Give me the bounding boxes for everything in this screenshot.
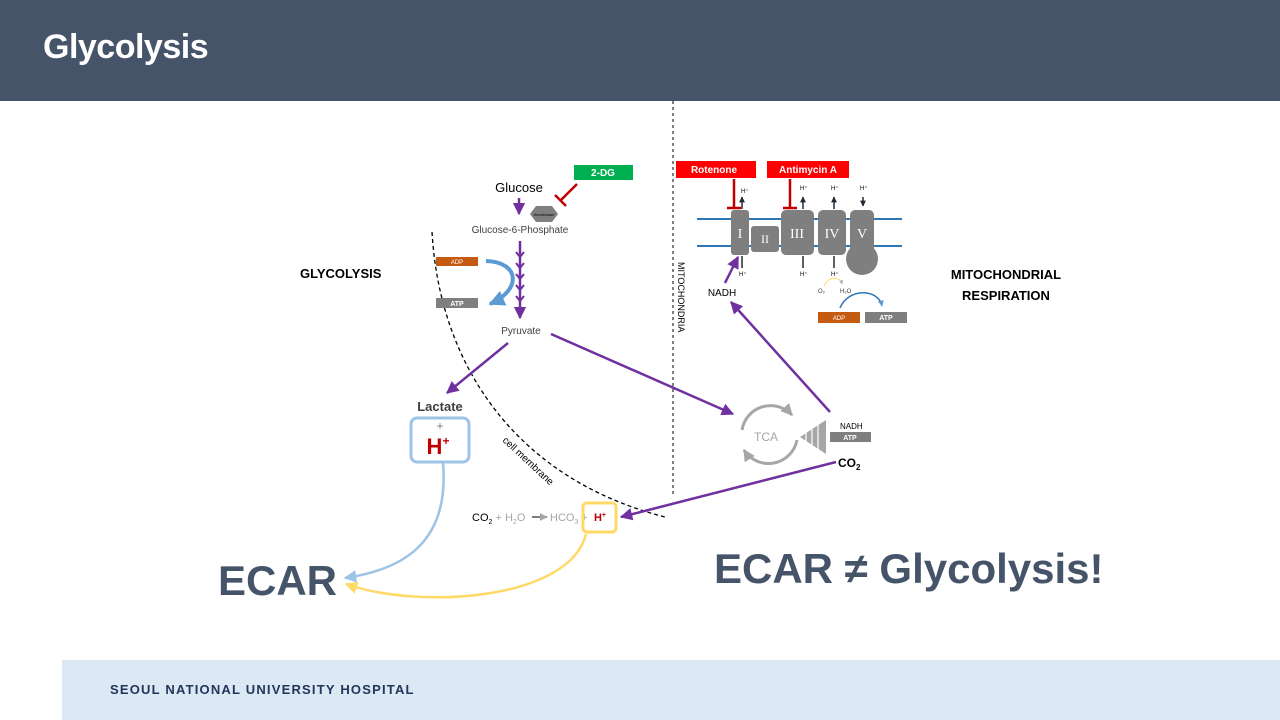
complex-iv (818, 210, 846, 255)
eq-co2: CO (472, 512, 489, 524)
complex-iv-label: IV (825, 227, 840, 242)
rotenone-box (676, 161, 756, 178)
eq-plus-1: + (492, 512, 505, 524)
complex-i-label: I (738, 227, 743, 242)
glyco-atp-label: ATP (450, 301, 464, 308)
co2-proton-to-ecar-arrow (344, 533, 588, 599)
mitochondrial-label-line1: MITOCHONDRIAL (951, 267, 1061, 282)
nadh-etc-label: NADH (708, 288, 736, 299)
tca-atp-box (830, 432, 871, 442)
co2-proton-sup: + (602, 512, 606, 519)
complex-i (731, 210, 749, 255)
eq-co2-sub: 2 (489, 519, 493, 526)
complex-v-label: V (857, 227, 867, 242)
2dg-inhibit-bar (554, 194, 567, 207)
glyco-atp-box (436, 298, 478, 308)
proton-labels: H⁺ H⁺ H⁺ H⁺ H⁺ H⁺ H⁺ (739, 185, 868, 278)
tca-co2-sub: 2 (856, 463, 861, 472)
proton-label-i-top: H⁺ (741, 188, 749, 195)
tca-co2-label: CO2 (838, 456, 861, 472)
proton-pump-arrows (739, 196, 866, 268)
proton-label-iv-top: H⁺ (831, 185, 839, 192)
lactate-proton-label: H+ (427, 434, 450, 459)
eq-hco3-sub: 3 (574, 519, 578, 526)
proton-label-iii-top: H⁺ (800, 185, 808, 192)
pyruvate-to-lactate-arrow (446, 342, 509, 394)
glyco-adp-label: ADP (451, 260, 463, 266)
ecar-not-glycolysis: ECAR ≠ Glycolysis! (714, 545, 1104, 592)
tca-output-fan (800, 420, 826, 454)
mito-adp-box (818, 312, 860, 323)
complex-ii (751, 226, 779, 252)
hexokinase-enzyme (530, 206, 558, 222)
mitochondrial-label-line2: RESPIRATION (962, 288, 1050, 303)
g6p-label: Glucose-6-Phosphate (472, 225, 569, 236)
proton-label-i-bottom: H⁺ (739, 271, 747, 278)
pyruvate-to-tca-arrow (550, 332, 735, 416)
complex-iii (781, 210, 814, 255)
tca-nadh-label: NADH (840, 422, 863, 431)
co2-to-proton-arrow (619, 460, 837, 521)
o2-label: O₂ (818, 289, 826, 295)
eq-h2o-h: H (505, 512, 513, 524)
lactate-label: Lactate (417, 399, 463, 414)
lactate-proton-sup: + (442, 434, 449, 448)
glucose-label: Glucose (495, 180, 543, 195)
complex-v-head (846, 243, 878, 275)
o2-to-h2o-arrow (823, 277, 844, 287)
lactate-proton-box (409, 416, 471, 464)
slide-title: Glycolysis (43, 28, 209, 66)
proton-label-iii-bottom: H⁺ (800, 271, 808, 278)
eq-h2o-o: O (517, 512, 526, 524)
eq-h2o-sub: 2 (513, 519, 517, 526)
ecar-label: ECAR (218, 557, 337, 604)
lactate-to-ecar-arrow (343, 462, 445, 583)
antimycin-box (767, 161, 849, 178)
cell-membrane-curve (431, 231, 666, 518)
tca-to-nadh-arrow (730, 301, 831, 413)
co2-proton-h: H (594, 512, 602, 524)
co2-proton-box (581, 501, 618, 534)
tca-cycle-arc-bottom (742, 439, 799, 465)
antimycin-label: Antimycin A (779, 165, 837, 176)
2dg-inhibit-line (560, 183, 578, 201)
mito-atp-label: ATP (879, 315, 893, 322)
hospital-name: SEOUL NATIONAL UNIVERSITY HOSPITAL (110, 682, 415, 697)
tca-cycle-arc-top (740, 402, 794, 431)
complex-iii-label: III (790, 227, 804, 242)
2dg-box (574, 165, 633, 180)
nadh-to-complex-i-arrow (723, 255, 740, 284)
lactate-plus: + (436, 419, 443, 433)
mito-atp-box (865, 312, 907, 323)
tca-output-fan-lines (805, 420, 819, 454)
glycolysis-label: GLYCOLYSIS (300, 266, 382, 281)
tca-label: TCA (754, 430, 778, 444)
title-bar: Glycolysis (0, 0, 1280, 101)
proton-label-v-top: H⁺ (860, 185, 868, 192)
rotenone-label: Rotenone (691, 165, 738, 176)
mitochondria-label: MITOCHONDRIA (676, 262, 686, 332)
co2-proton-label: H+ (594, 512, 606, 524)
glycolysis-chain-chevrons (515, 251, 525, 303)
eq-hco3: HCO (550, 512, 575, 524)
pyruvate-label: Pyruvate (501, 326, 541, 337)
mito-adp-atp-arrow (839, 292, 884, 309)
proton-label-iv-bottom: H⁺ (831, 271, 839, 278)
h2o-label: H₂O (840, 289, 852, 295)
tca-co2-text: CO (838, 456, 856, 470)
tca-atp-label: ATP (843, 435, 857, 442)
footer-bar: SEOUL NATIONAL UNIVERSITY HOSPITAL (62, 660, 1280, 720)
adp-atp-conversion-arrow (485, 259, 515, 306)
cell-membrane-label: cell membrane (500, 435, 556, 488)
glyco-adp-box (436, 257, 478, 266)
2dg-label: 2-DG (591, 168, 615, 179)
lactate-proton-h: H (427, 434, 443, 459)
mito-adp-label: ADP (833, 316, 845, 322)
hexokinase-label: Hexokinase (534, 212, 556, 217)
bicarbonate-equation: CO2 + H2O (472, 512, 526, 526)
complex-ii-label: II (761, 232, 769, 246)
